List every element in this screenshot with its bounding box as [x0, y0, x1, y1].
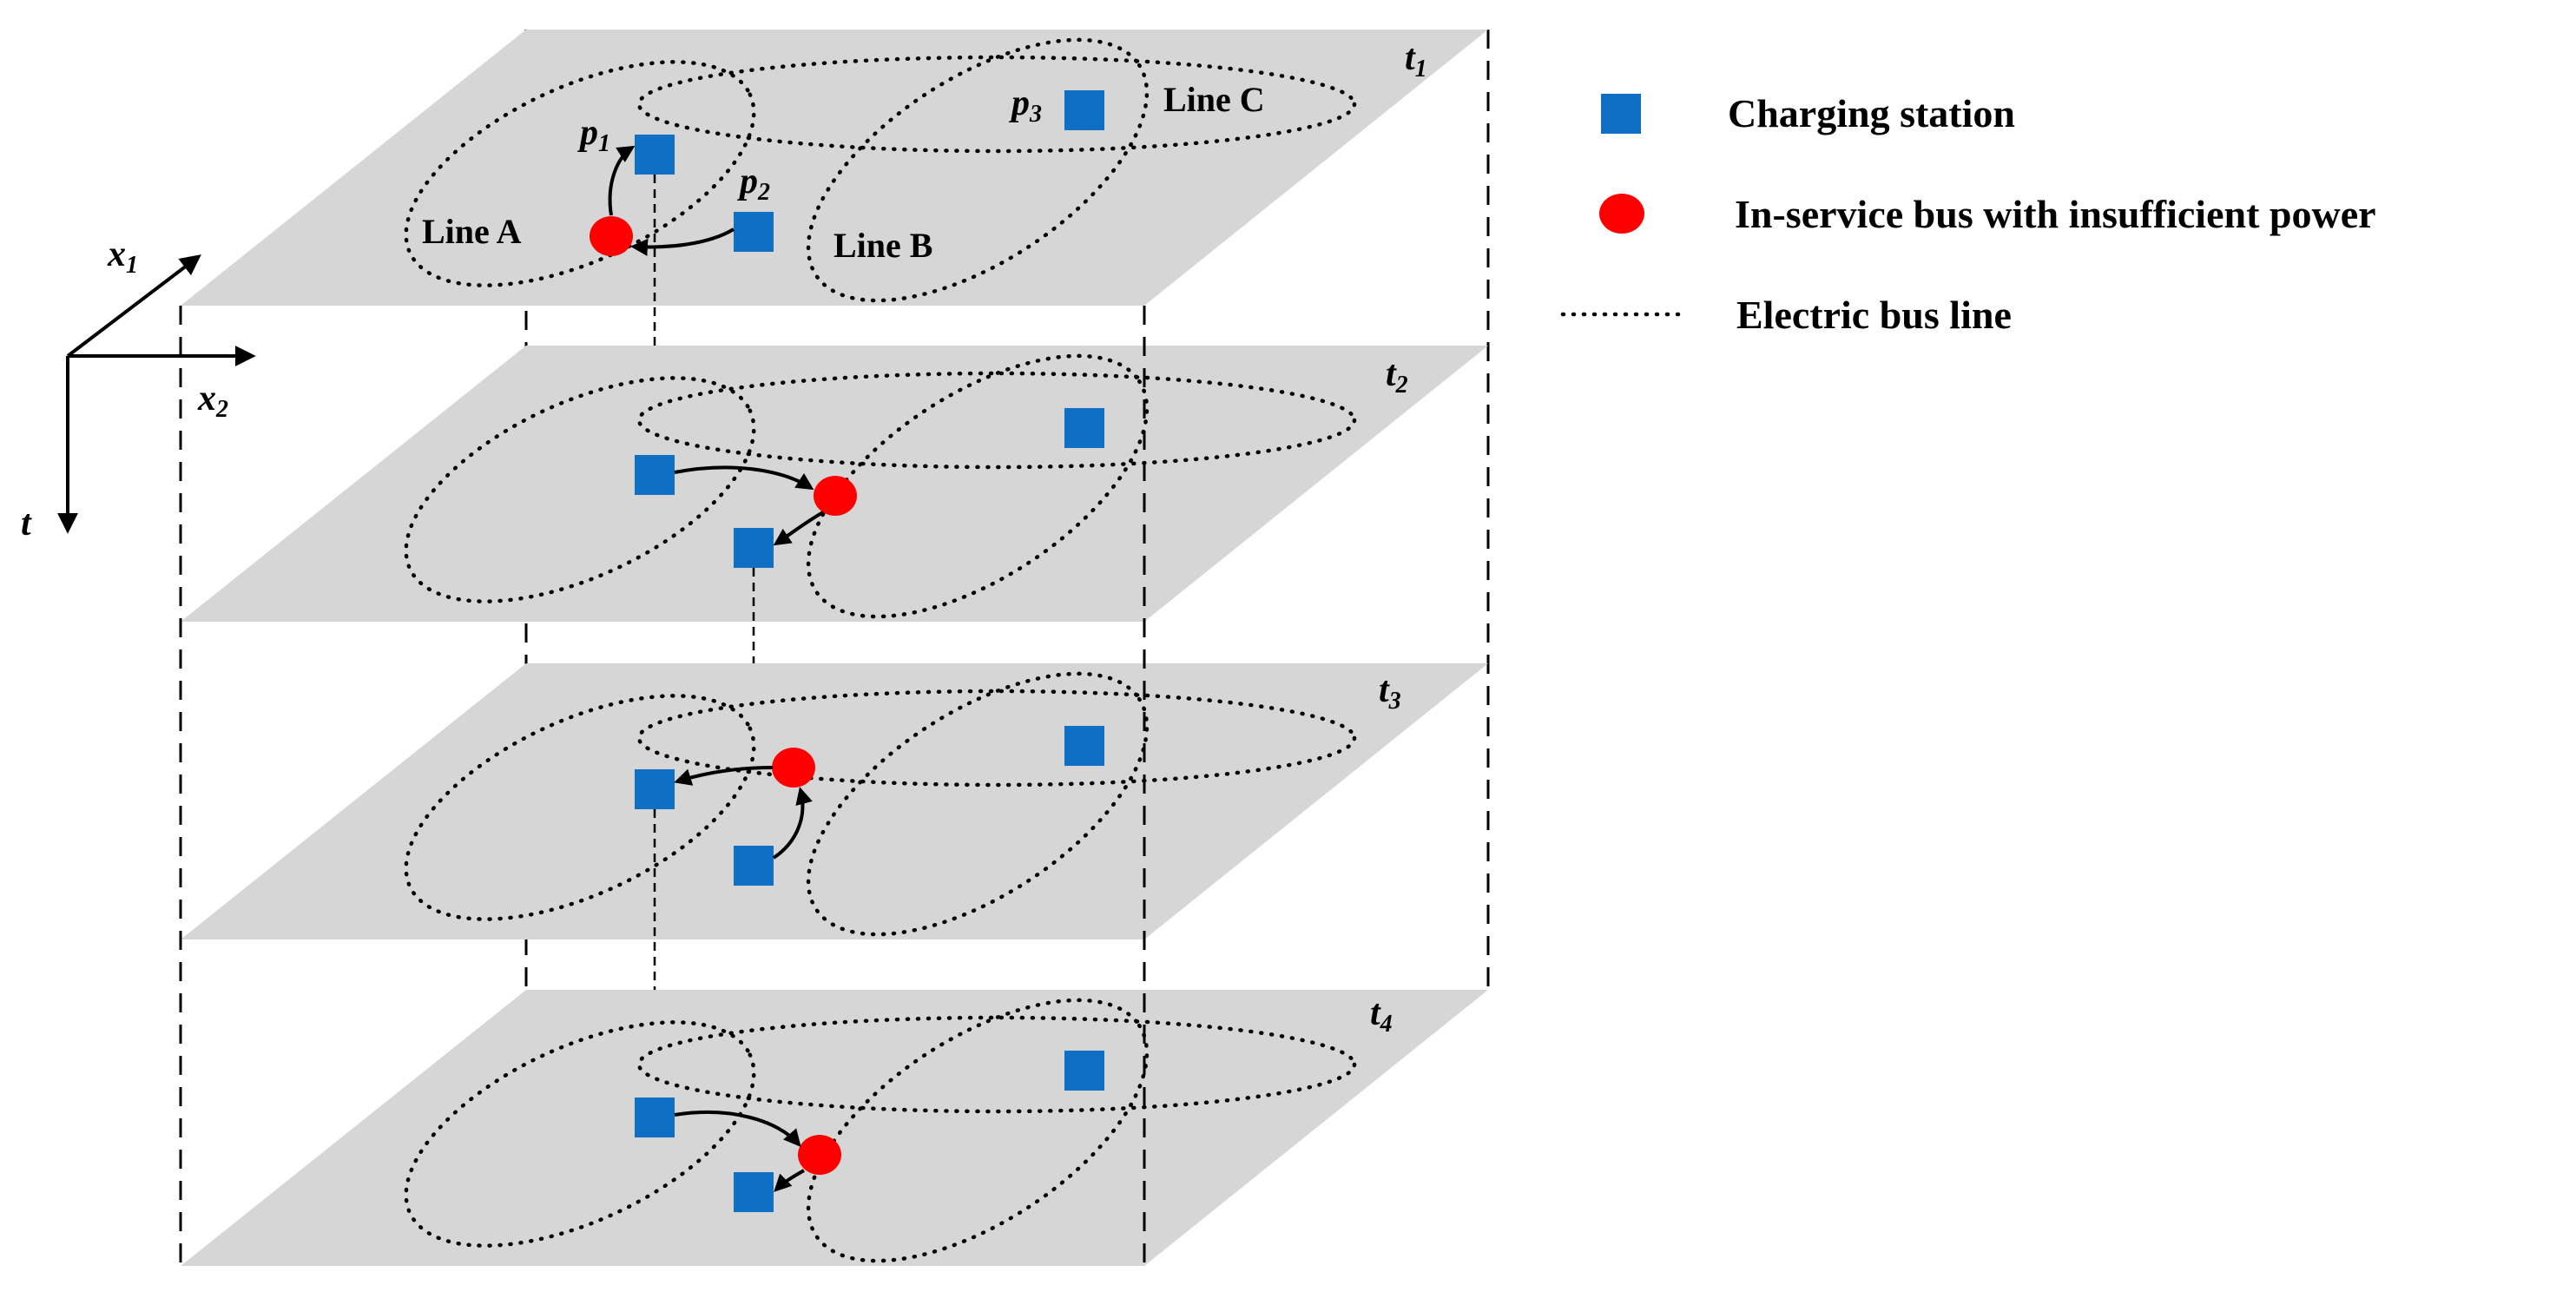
route-line-b [806, 37, 1150, 303]
station-p3-label: p3 [1009, 83, 1042, 128]
charging-station-p1-t3 [635, 769, 675, 809]
axis-system: x1 x2 t [21, 234, 256, 544]
bus-t2 [814, 476, 857, 516]
move-arrow-t2-to-p2 [773, 511, 824, 546]
route-line-c [636, 55, 1357, 154]
route-line-b-t4 [806, 998, 1150, 1263]
legend: Charging station In-service bus with ins… [1560, 91, 2376, 337]
layer-t2-label: t2 [1386, 354, 1408, 399]
charging-station-p2 [734, 212, 774, 252]
layer-t1: Line A Line B Line C t1 p1 p2 p3 [181, 30, 1488, 306]
charging-station-p1-t4 [635, 1098, 675, 1137]
charging-station-p2-t2 [734, 528, 774, 568]
bus-t4 [798, 1135, 841, 1175]
legend-bus-icon [1599, 194, 1644, 234]
layer-t3: t3 [181, 663, 1488, 939]
bus-t3 [772, 748, 815, 788]
move-arrow-t1-to-p1 [608, 145, 636, 216]
layer-t2: t2 [181, 346, 1488, 622]
move-arrow-t4-to-p2 [774, 1169, 805, 1192]
line-c-label: Line C [1163, 80, 1265, 119]
station-p2-label: p2 [737, 162, 770, 206]
move-arrow-t3-to-p1 [674, 766, 774, 786]
charging-station-p2-t4 [734, 1172, 774, 1212]
route-line-a-t4 [404, 1020, 756, 1248]
legend-line-label: Electric bus line [1736, 293, 2012, 337]
route-line-b-t3 [806, 671, 1150, 937]
route-line-c-t2 [636, 371, 1357, 470]
layer-t1-label: t1 [1405, 38, 1427, 82]
route-line-a [404, 60, 756, 287]
plane-t1 [181, 30, 1488, 306]
plane-t4 [181, 990, 1488, 1266]
legend-station-label: Charging station [1728, 91, 2015, 135]
charging-station-p3 [1064, 90, 1104, 130]
axis-x1-label: x1 [107, 234, 138, 279]
route-line-b-t2 [806, 353, 1150, 619]
route-line-a-t2 [404, 376, 756, 603]
move-arrow-t1-from-p2 [630, 227, 735, 256]
move-arrow-t4-to-bus [674, 1111, 801, 1148]
plane-t3 [181, 663, 1488, 939]
route-line-a-t3 [404, 694, 756, 921]
charging-station-p1 [635, 135, 675, 175]
charging-station-p3-t3 [1064, 726, 1104, 766]
charging-station-p3-t4 [1064, 1051, 1104, 1091]
route-line-c-t4 [636, 1015, 1357, 1114]
legend-station-icon [1601, 94, 1641, 134]
layer-t3-label: t3 [1379, 670, 1401, 715]
axis-x1-arrow [66, 254, 201, 358]
move-arrow-t3-from-p2 [772, 787, 813, 860]
route-line-c-t3 [636, 689, 1357, 788]
line-a-label: Line A [422, 212, 522, 251]
axis-t-label: t [21, 504, 32, 544]
line-b-label: Line B [833, 226, 932, 265]
legend-bus-label: In-service bus with insufficient power [1735, 192, 2376, 236]
move-arrow-t2-to-bus [674, 465, 814, 491]
bus-t1 [590, 216, 633, 256]
charging-station-p1-t2 [635, 455, 675, 495]
axis-x2-label: x2 [197, 379, 228, 423]
charging-station-p2-t3 [734, 846, 774, 886]
layer-t4: t4 [181, 990, 1488, 1266]
layer-t4-label: t4 [1370, 993, 1393, 1038]
station-p1-label: p1 [577, 113, 610, 157]
charging-station-p3-t2 [1064, 408, 1104, 448]
